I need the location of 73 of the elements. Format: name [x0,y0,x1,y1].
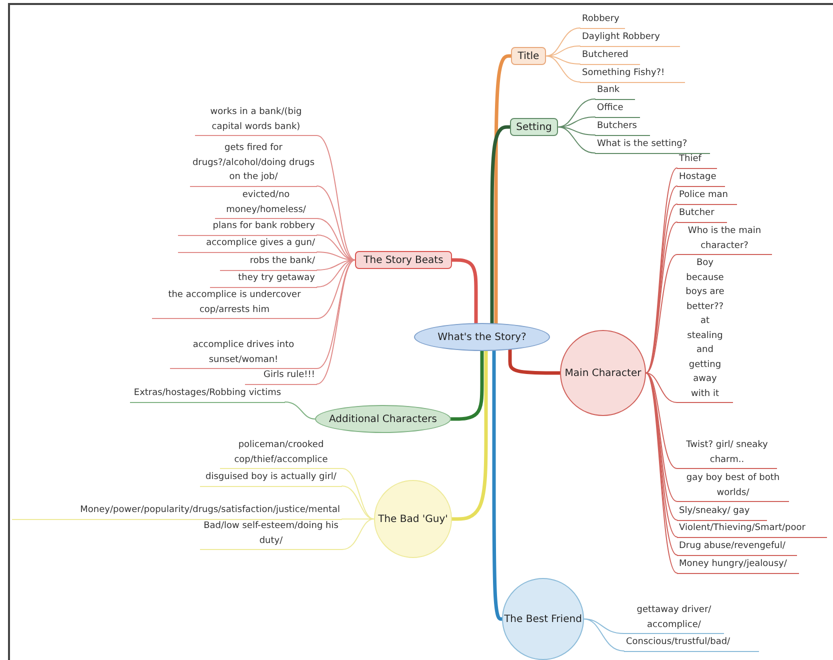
connector-line [546,28,580,56]
branch-line [450,349,488,521]
branch-text: Something Fishy?! [580,66,685,82]
branch-text: Boy because boys are better?? at stealing and getting away with it [677,256,733,403]
branch-text: gay boy best of both worlds/ [677,471,789,502]
branch-text: Girls rule!!! [245,368,317,384]
branch-text: Conscious/trustful/bad/ [624,635,759,652]
branch-text: Who is the main character? [677,224,772,255]
branch-text: Thief [677,152,717,168]
branch-text: the accomplice is undercover cop/arrests him [152,288,317,319]
branch-text: gettaway driver/ accomplice/ [624,603,724,634]
branch-text: Office [595,101,640,118]
connector-line [584,618,624,634]
topic-label: What's the Story? [438,332,526,342]
topic-label: The Best Friend [504,614,582,624]
connector-line [316,260,356,288]
branch-text: disguised boy is actually girl/ [200,470,342,486]
topic-box [510,118,558,136]
topic-label: Main Character [564,368,642,378]
branch-line [508,348,562,375]
connector-line [316,260,356,319]
branch-text: What is the setting? [595,137,710,154]
branch-text: Robbery [580,12,625,28]
topic-label: Additional Characters [329,414,437,424]
branch-text: Sly/sneaky/ gay [677,504,767,520]
connector-line [646,254,678,374]
branch-text: accomplice gives a gun/ [178,236,317,252]
connector-line [546,56,580,64]
topic-label: The Story Beats [364,254,444,266]
connector-line [646,372,678,469]
branch-text: accomplice drives into sunset/woman! [170,338,317,369]
connector-line [316,186,356,260]
branch-text: they try getaway [210,271,317,288]
branch-text: Daylight Robbery [580,30,680,46]
connector-line [316,218,356,260]
connector-line [584,618,624,652]
branch-text: Extras/hostages/Robbing victims [130,386,285,402]
connector-line [316,135,356,260]
connector-line [558,126,596,136]
branch-text: plans for bank robbery [178,219,317,236]
branch-text: Twist? girl/ sneaky charm.. [677,438,777,469]
topic-box [355,251,452,269]
branch-text: Hostage [677,170,725,186]
branch-text: Drug abuse/revengeful/ [677,539,797,556]
branch-text: Money/power/popularity/drugs/satisfaction/justice/mental [12,503,342,520]
connector-line [546,56,580,82]
branch-text: Butchers [595,119,650,136]
branch-line [490,125,512,325]
branch-text: Money hungry/jealousy/ [677,557,799,574]
branch-text: works in a bank/(big capital words bank) [195,105,317,136]
branch-line [450,258,478,325]
branch-text: Police man [677,188,737,204]
branch-text: Butcher [677,206,727,222]
branch-text: Butchered [580,48,640,64]
branch-text: policeman/crooked cop/thief/accomplice [220,438,342,469]
connector-line [342,486,374,520]
branch-line [492,349,504,621]
topic-label: The Bad 'Guy' [378,514,448,524]
topic-label: Setting [516,122,552,132]
connector-line [558,98,596,128]
connector-line [342,518,374,550]
connector-line [342,468,374,520]
topic-box [511,47,546,65]
connector-line [646,372,678,403]
connector-line [558,126,596,154]
branch-text: Bank [595,83,635,100]
topic-label: Title [518,50,540,62]
connector-line [284,402,316,420]
branch-text: Bad/low self-esteem/doing his duty/ [200,519,342,550]
branch-line [449,349,484,421]
branch-text: Violent/Thieving/Smart/poor [677,521,827,538]
branch-line [494,54,513,326]
branch-text: robs the bank/ [220,254,317,270]
